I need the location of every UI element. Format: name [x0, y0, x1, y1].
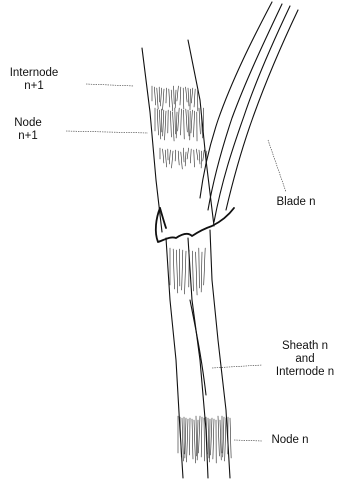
shading-stroke: [169, 150, 170, 164]
shading-stroke: [193, 111, 194, 137]
leader-internode-upper: [86, 84, 134, 86]
shading-stroke: [180, 87, 181, 105]
shading-stroke: [188, 110, 189, 136]
shading-stroke: [194, 89, 195, 107]
shading-stroke: [185, 418, 186, 458]
shading-stroke: [211, 418, 212, 455]
shading-stroke: [220, 420, 221, 460]
shading-stroke: [199, 108, 200, 134]
shading-stroke: [188, 88, 189, 106]
shading-stroke: [163, 149, 164, 163]
shading-stroke: [178, 108, 179, 131]
shading-stroke: [192, 251, 193, 291]
shading-stroke: [181, 109, 182, 135]
shading-stroke: [208, 418, 209, 458]
blade-n: [200, 2, 298, 222]
shading-stroke: [199, 416, 200, 453]
shading-stroke: [183, 148, 184, 162]
shading-stroke: [218, 416, 219, 456]
shading-stroke: [186, 87, 187, 102]
shading-stroke: [192, 419, 193, 459]
shading-stroke: [186, 109, 187, 132]
shading-stroke: [230, 418, 231, 458]
leader-node-lower: [234, 440, 262, 441]
shading-stroke: [191, 88, 192, 103]
shading-stroke: [201, 252, 202, 292]
label-node-lower: Node n: [266, 434, 314, 447]
shading-stroke: [176, 250, 177, 293]
shading-stroke: [197, 420, 198, 460]
shading-stroke: [201, 417, 202, 457]
label-blade: Blade n: [266, 196, 326, 209]
shading-stroke: [165, 150, 166, 167]
shading-stroke: [213, 419, 214, 459]
shading-stroke: [187, 419, 188, 462]
label-sheath-internode: Sheath n and Internode n: [266, 340, 344, 379]
shading-stroke: [183, 88, 184, 109]
shading-stroke: [191, 110, 192, 133]
shading-stroke: [163, 89, 164, 110]
shading-stroke: [194, 420, 195, 463]
shading-stroke: [199, 248, 200, 288]
shading-stroke: [172, 151, 173, 168]
shading-stroke: [163, 110, 164, 136]
label-internode-upper: Internode n+1: [6, 67, 62, 93]
shading-stroke: [181, 152, 182, 169]
shading-stroke: [171, 90, 172, 111]
shading-stroke: [203, 150, 204, 161]
shading-stroke: [187, 148, 188, 159]
collar: [156, 208, 234, 242]
shading-stroke: [184, 110, 185, 139]
shading-stroke: [204, 418, 205, 461]
shading-stroke: [196, 252, 197, 295]
leader-sheath: [212, 365, 262, 368]
shading-stroke: [170, 111, 171, 137]
shading-stroke: [175, 108, 176, 134]
shading-stroke: [178, 151, 179, 165]
node-n: [178, 416, 231, 463]
shading-stroke: [177, 86, 178, 101]
leader-blade: [268, 140, 286, 192]
shading-stroke: [174, 86, 175, 104]
shading-stroke: [173, 112, 174, 141]
shading-stroke: [169, 89, 170, 107]
shading-stroke: [173, 249, 174, 289]
shading-stroke: [196, 149, 197, 160]
shading-stroke: [199, 150, 200, 164]
shading-stroke: [159, 110, 160, 139]
shading-stroke: [175, 90, 176, 108]
shading-stroke: [160, 88, 161, 106]
shading-stroke: [225, 418, 226, 461]
shading-stroke: [157, 88, 158, 109]
shading-stroke: [196, 416, 197, 456]
shading-stroke: [190, 149, 191, 163]
shading-stroke: [204, 248, 205, 285]
shading-stroke: [157, 109, 158, 135]
shading-stroke: [185, 251, 186, 294]
shading-stroke: [185, 152, 186, 166]
shading-stroke: [176, 112, 177, 138]
shading-stroke: [223, 417, 224, 457]
shading-stroke: [165, 111, 166, 140]
shading-stroke: [194, 150, 195, 167]
leader-node-upper: [66, 131, 148, 133]
shading-stroke: [182, 250, 183, 290]
label-node-upper: Node n+1: [8, 117, 48, 143]
shading-stroke: [154, 87, 155, 105]
shading-stroke: [182, 418, 183, 461]
